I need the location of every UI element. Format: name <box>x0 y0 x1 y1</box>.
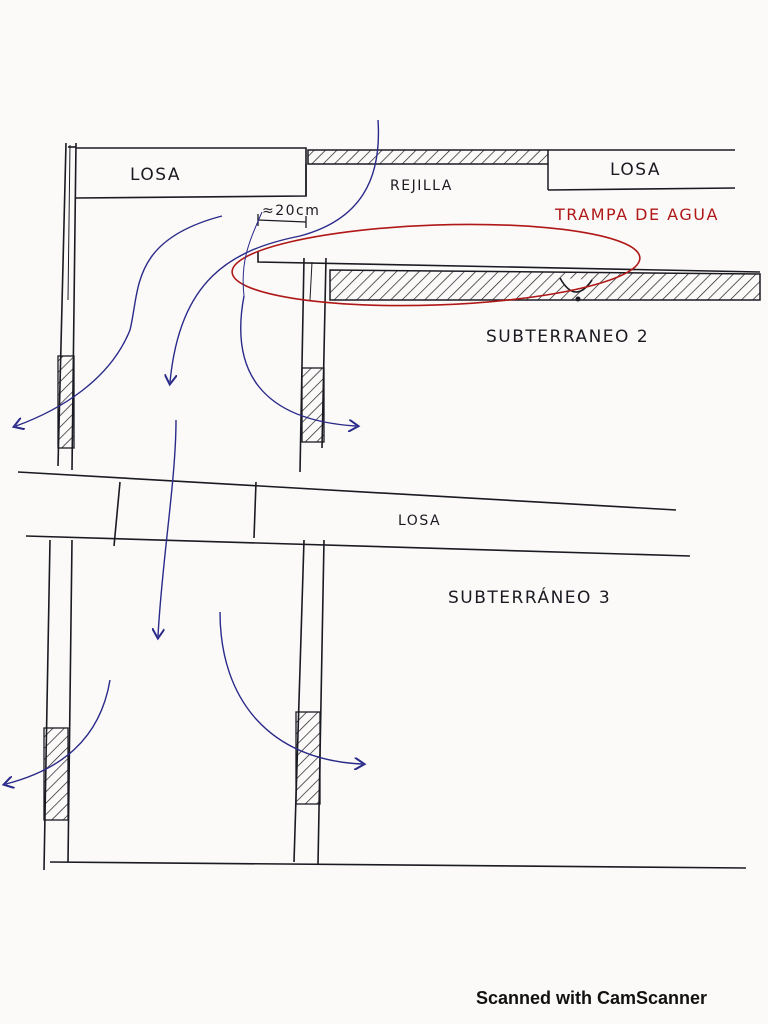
flow-arrow-main-down <box>170 119 380 382</box>
left-wall-opening-lower <box>43 727 69 821</box>
label-subterraneo-2: SUBTERRANEO 2 <box>486 327 649 347</box>
water-trap-slab <box>257 252 761 302</box>
inner-wall-opening-upper <box>301 367 325 443</box>
flow-arrow-center <box>158 419 177 636</box>
middle-slab <box>17 471 691 557</box>
label-losa-middle: LOSA <box>398 513 441 529</box>
label-rejilla: REJILLA <box>390 178 453 194</box>
top-slab-left <box>68 146 307 199</box>
label-subterraneo-3: SUBTERRÁNEO 3 <box>448 586 611 608</box>
top-slab-right <box>547 149 736 191</box>
water-trap-highlight <box>231 223 641 307</box>
scanner-footer: Scanned with CamScanner <box>476 988 707 1008</box>
inner-wall-opening-lower <box>295 711 321 805</box>
floor-line <box>49 861 747 869</box>
flow-arrow-right-lower <box>219 611 362 764</box>
label-trampa-de-agua: TRAMPA DE AGUA <box>554 205 719 224</box>
flow-arrow-left-upper <box>16 215 223 426</box>
grate-strip <box>305 149 549 196</box>
label-dimension: ≈20cm <box>262 203 320 219</box>
label-losa-left: LOSA <box>130 165 181 185</box>
label-losa-right: LOSA <box>610 160 661 180</box>
flow-arrows <box>6 119 380 784</box>
dimension-marker <box>257 214 307 228</box>
flow-arrow-right-upper <box>240 295 356 426</box>
inner-wall-lower <box>293 539 325 865</box>
flow-arrow-left-lower <box>6 679 111 784</box>
